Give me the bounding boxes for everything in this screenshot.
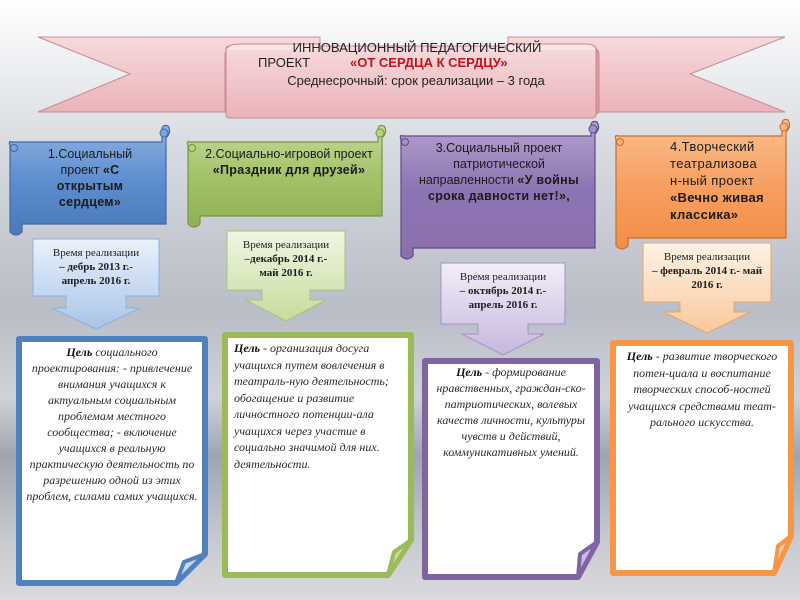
time-dates: – дебрь 2013 г.- апрель 2016 г.: [59, 261, 133, 287]
project-4-timeline: Время реализации – февраль 2014 г.- май …: [642, 242, 772, 334]
project-1-goal: Цель социального проектирования: - привл…: [26, 345, 198, 503]
project-3-timeline: Время реализации – октябрь 2014 г.- апре…: [440, 262, 566, 356]
time-label: Время реализации: [52, 247, 140, 259]
project-4-goal-card: Цель - развитие творческого потен-циала …: [610, 340, 794, 576]
project-1-header: 1.Социальный проект «С открытым сердцем»: [2, 124, 172, 236]
project-3-title: 3.Социальный проект патриотической напра…: [419, 141, 579, 203]
project-4-title: 4.Творческий театрализова н-ный проект «…: [670, 139, 764, 222]
project-3-header: 3.Социальный проект патриотической напра…: [393, 120, 605, 260]
time-label: Время реализации: [663, 251, 751, 263]
project-4-goal: Цель - развитие творческого потен-циала …: [626, 349, 778, 429]
project-2-goal-card: Цель - организация досуга учащихся путем…: [222, 332, 414, 578]
time-dates: – октябрь 2014 г.- апрель 2016 г.: [459, 285, 547, 311]
project-1-timeline: Время реализации – дебрь 2013 г.- апрель…: [32, 238, 160, 330]
project-2-header: 2.Социально-игровой проект «Праздник для…: [180, 124, 390, 228]
page-curl-icon: [174, 552, 207, 585]
project-2-goal: Цель - организация досуга учащихся путем…: [234, 341, 389, 471]
project-1-goal-card: Цель социального проектирования: - привл…: [16, 336, 208, 586]
time-label: Время реализации: [242, 239, 330, 251]
time-dates: – февраль 2014 г.- май 2016 г.: [651, 265, 763, 291]
time-label: Время реализации: [459, 271, 547, 283]
project-1-title: 1.Социальный проект «С открытым сердцем»: [47, 147, 133, 209]
page-curl-icon: [772, 534, 793, 575]
title-ribbon: [37, 36, 786, 120]
page-curl-icon: [576, 540, 599, 579]
page-curl-icon: [386, 538, 413, 577]
title-label: ПРОЕКТ: [258, 55, 311, 70]
arrow-down-icon: [440, 262, 566, 356]
project-name: «ОТ СЕРДЦА К СЕРДЦУ»: [350, 55, 508, 70]
title-subtitle: Среднесрочный: срок реализации – 3 года: [287, 73, 545, 88]
title-line-1: ИННОВАЦИОННЫЙ ПЕДАГОГИЧЕСКИЙ: [292, 40, 542, 55]
title-line-2: ПРОЕКТ «ОТ СЕРДЦА К СЕРДЦУ»: [232, 55, 592, 70]
arrow-down-icon: [32, 238, 160, 330]
project-3-goal-card: Цель - формирование нравственных, гражда…: [422, 358, 600, 580]
project-4-header: 4.Творческий театрализова н-ный проект «…: [608, 118, 794, 250]
arrow-down-icon: [642, 242, 772, 334]
project-3-goal: Цель - формирование нравственных, гражда…: [436, 365, 586, 459]
project-2-timeline: Время реализации –декабрь 2014 г.- май 2…: [226, 230, 346, 322]
title-block: ИННОВАЦИОННЫЙ ПЕДАГОГИЧЕСКИЙ ПРОЕКТ «ОТ …: [232, 40, 592, 110]
project-2-title: 2.Социально-игровой проект «Праздник для…: [205, 147, 373, 177]
arrow-down-icon: [226, 230, 346, 322]
ribbon-center: [225, 45, 597, 119]
time-dates: –декабрь 2014 г.- май 2016 г.: [244, 253, 328, 279]
